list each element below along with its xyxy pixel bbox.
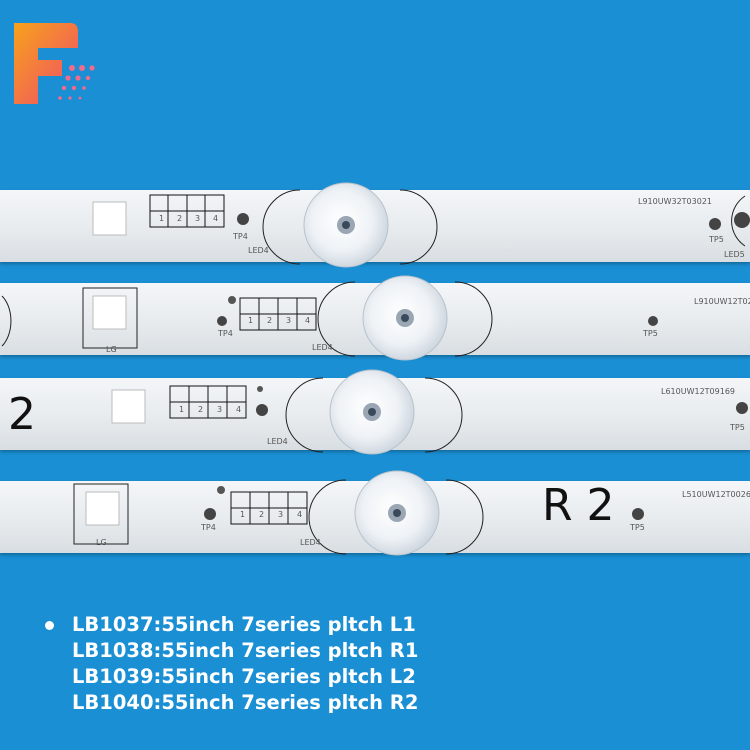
description-text-3: LB1039:55inch 7series pltch L2 xyxy=(72,665,416,688)
description-item-4: LB1040:55inch 7series pltch R2 xyxy=(42,690,418,716)
strip-4-big-label: R 2 xyxy=(542,480,615,531)
strip-1-connector-1: 1 xyxy=(159,214,165,223)
strip-3-connector-3: 3 xyxy=(217,405,223,414)
strip-1-led-left: LED4 xyxy=(248,246,269,255)
led-lens-2 xyxy=(362,275,448,361)
strip-2-tp-right: TP5 xyxy=(643,329,658,338)
strip-2-code: L910UW12T02 xyxy=(694,297,750,306)
strip-2-connector-3: 3 xyxy=(286,316,292,325)
led-lens-1 xyxy=(303,182,389,268)
strip-2-connector-4: 4 xyxy=(305,316,311,325)
led-lenses xyxy=(303,182,448,556)
strip-1-code: L910UW32T03021 xyxy=(638,197,713,206)
model-description-list: LB1037:55inch 7series pltch L1 LB1038:55… xyxy=(42,612,418,716)
strip-2-tp-left: TP4 xyxy=(218,329,233,338)
strip-2-markings xyxy=(1,281,658,357)
strip-4-connector-1: 1 xyxy=(240,510,246,519)
description-item-2: LB1038:55inch 7series pltch R1 xyxy=(42,638,418,664)
strip-1-led-right: LED5 xyxy=(724,250,745,259)
description-item-1: LB1037:55inch 7series pltch L1 xyxy=(42,612,418,638)
description-text-1: LB1037:55inch 7series pltch L1 xyxy=(72,613,416,636)
strip-3-connector-2: 2 xyxy=(198,405,204,414)
strip-1-connector-3: 3 xyxy=(195,214,201,223)
strip-1-tp-left: TP4 xyxy=(233,232,248,241)
strip-3-code: L610UW12T09169 xyxy=(661,387,736,396)
description-item-3: LB1039:55inch 7series pltch L2 xyxy=(42,664,418,690)
strip-1-connector-4: 4 xyxy=(213,214,219,223)
strip-3-tp-right: TP5 xyxy=(730,423,745,432)
strip-4-led-left: LED4 xyxy=(300,538,321,547)
strip-1-markings xyxy=(92,189,750,265)
strip-4-qr-label: LG xyxy=(96,538,107,547)
strip-4-markings xyxy=(73,479,644,555)
led-lens-3 xyxy=(329,369,415,455)
strip-3-markings xyxy=(111,377,748,453)
strip-4-tp-left: TP4 xyxy=(201,523,216,532)
strip-1-connector-2: 2 xyxy=(177,214,183,223)
led-lens-4 xyxy=(354,470,440,556)
bullet-icon xyxy=(45,621,54,630)
strip-2-connector-2: 2 xyxy=(267,316,273,325)
strip-3-big-label: 2 xyxy=(8,389,36,440)
strip-3-connector-1: 1 xyxy=(179,405,185,414)
strip-2-qr-label: LG xyxy=(106,345,117,354)
strip-4-connector-4: 4 xyxy=(297,510,303,519)
strip-4-tp-right: TP5 xyxy=(630,523,645,532)
description-text-2: LB1038:55inch 7series pltch R1 xyxy=(72,639,419,662)
strip-2-connector-1: 1 xyxy=(248,316,254,325)
strip-2-led-left: LED4 xyxy=(312,343,333,352)
letter-f-logo xyxy=(14,23,95,104)
strip-1-tp-right: TP5 xyxy=(709,235,724,244)
description-text-4: LB1040:55inch 7series pltch R2 xyxy=(72,691,419,714)
strip-4-connector-3: 3 xyxy=(278,510,284,519)
strip-3-connector-4: 4 xyxy=(236,405,242,414)
strip-4-code: L510UW12T0026 xyxy=(682,490,750,499)
strip-4-connector-2: 2 xyxy=(259,510,265,519)
strip-3-led-left: LED4 xyxy=(267,437,288,446)
